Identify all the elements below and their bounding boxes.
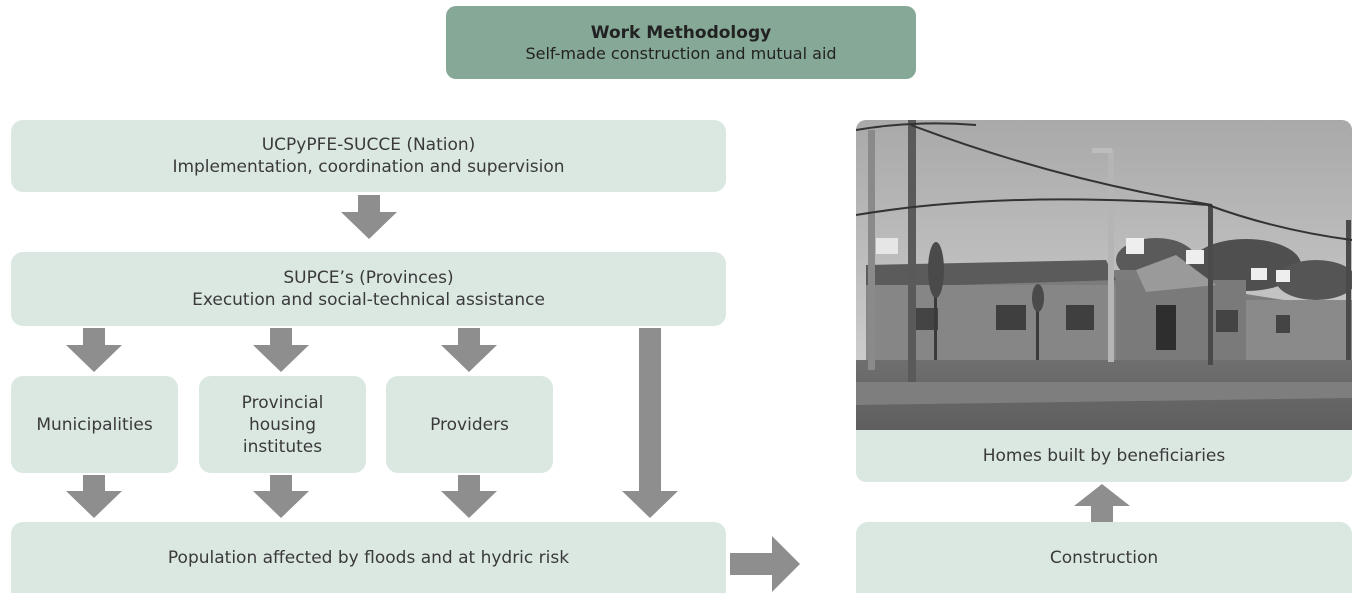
arrow-housing-to-population [253,475,309,518]
construction-box: Construction [856,522,1352,593]
arrow-municipalities-to-population [66,475,122,518]
population-label: Population affected by floods and at hyd… [167,547,570,568]
construction-label: Construction [1049,547,1159,568]
municipalities-box: Municipalities [11,376,178,473]
arrow-to-housing-institutes [253,328,309,372]
nation-role: Implementation, coordination and supervi… [172,157,565,177]
homes-photo [856,120,1352,432]
provinces-box: SUPCE’s (Provinces) Execution and social… [11,252,726,326]
nation-box: UCPyPFE-SUCCE (Nation) Implementation, c… [11,120,726,192]
municipalities-label: Municipalities [36,414,153,435]
provinces-name: SUPCE’s (Provinces) [283,268,454,288]
arrow-construction-to-homes [1074,484,1130,522]
arrow-to-municipalities [66,328,122,372]
methodology-title: Work Methodology [590,22,772,43]
arrow-provinces-to-population [622,328,678,518]
housing-label-1: Provincial [241,392,324,413]
methodology-title-box: Work Methodology Self-made construction … [446,6,916,79]
providers-box: Providers [386,376,553,473]
providers-label: Providers [430,414,509,435]
housing-label-2: housing [248,414,317,435]
housing-label-3: institutes [242,436,323,457]
methodology-subtitle: Self-made construction and mutual aid [525,43,837,63]
photo-caption-box: Homes built by beneficiaries [856,430,1352,482]
nation-name: UCPyPFE-SUCCE (Nation) [261,135,476,155]
arrow-nation-to-provinces [341,195,397,239]
housing-institutes-box: Provincial housing institutes [199,376,366,473]
arrow-to-providers [441,328,497,372]
provinces-role: Execution and social-technical assistanc… [192,290,545,310]
arrow-providers-to-population [441,475,497,518]
homes-photo-image [856,120,1352,432]
arrow-population-to-construction [730,536,800,592]
photo-caption: Homes built by beneficiaries [982,446,1226,466]
population-box: Population affected by floods and at hyd… [11,522,726,593]
